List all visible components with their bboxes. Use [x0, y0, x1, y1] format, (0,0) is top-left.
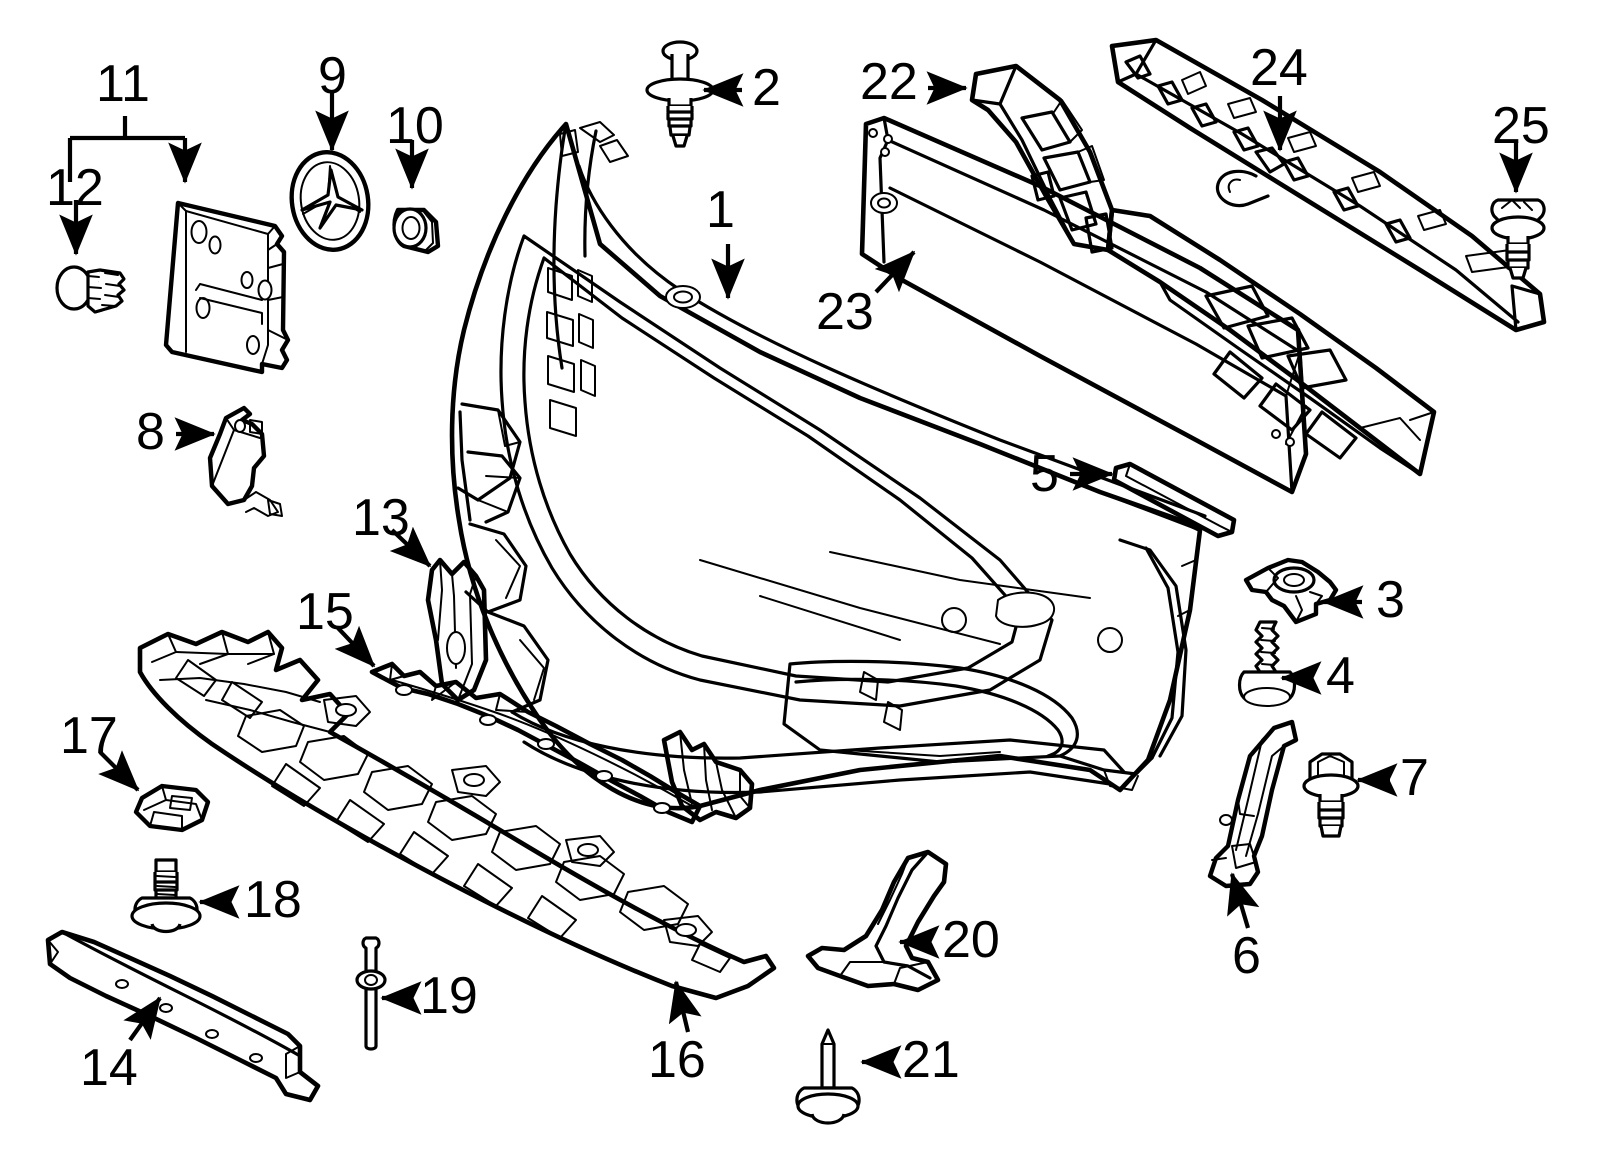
callout-label-17[interactable]: 17	[60, 707, 118, 765]
callout-label-25[interactable]: 25	[1492, 97, 1550, 155]
part-18-shield-mounting-stud	[130, 858, 202, 934]
part-17-shield-clip	[133, 783, 211, 833]
callout-label-16[interactable]: 16	[648, 1031, 706, 1089]
callout-label-10[interactable]: 10	[386, 97, 444, 155]
part-3-grommet-clip	[1243, 557, 1339, 625]
callout-label-20[interactable]: 20	[942, 911, 1000, 969]
callout-label-23[interactable]: 23	[816, 283, 874, 341]
part-21-expansion-rivet	[795, 1028, 861, 1125]
callout-leaders	[59, 71, 1533, 1079]
part-24-upper-crossmember	[1109, 37, 1547, 333]
part-11-license-plate-bracket	[163, 200, 291, 375]
callout-label-15[interactable]: 15	[296, 583, 354, 641]
part-13-retainer-bracket	[425, 557, 489, 703]
part-22-impact-absorber	[969, 63, 1437, 477]
leader-23	[874, 250, 916, 294]
part-20-side-air-guide	[805, 849, 949, 993]
callout-label-22[interactable]: 22	[860, 53, 918, 111]
part-15-air-deflector-seal	[369, 661, 703, 825]
part-7-hex-flange-bolt	[1302, 752, 1360, 838]
callout-label-12[interactable]: 12	[46, 159, 104, 217]
part-16-lower-engine-shield	[137, 629, 777, 1001]
callout-label-21[interactable]: 21	[902, 1031, 960, 1089]
leader-15	[334, 625, 376, 668]
callout-label-4[interactable]: 4	[1326, 647, 1355, 705]
leader-11-bracket	[67, 116, 202, 184]
callout-label-5[interactable]: 5	[1030, 445, 1059, 503]
part-1-bumper-cover	[449, 121, 1207, 811]
callout-label-7[interactable]: 7	[1400, 749, 1429, 807]
part-10-emblem-grommet	[392, 207, 441, 255]
callout-label-8[interactable]: 8	[136, 403, 165, 461]
part-14-lower-trim-strip	[45, 929, 321, 1103]
callout-label-2[interactable]: 2	[752, 59, 781, 117]
callout-label-3[interactable]: 3	[1376, 571, 1405, 629]
callout-label-13[interactable]: 13	[352, 489, 410, 547]
part-12-plate-screw	[55, 265, 126, 314]
deflector-end-rib	[661, 729, 755, 823]
part-6-side-support-bracket	[1207, 719, 1299, 889]
callout-label-19[interactable]: 19	[420, 967, 478, 1025]
callout-label-11[interactable]: 11	[96, 55, 150, 113]
part-23-impact-bar	[859, 115, 1309, 495]
part-2-push-pin-retainer	[645, 40, 715, 148]
leader-6	[1227, 872, 1260, 929]
callout-label-24[interactable]: 24	[1250, 39, 1308, 97]
part-8-mounting-bracket	[207, 405, 283, 517]
part-4-screw-stud	[1237, 620, 1297, 707]
callout-label-14[interactable]: 14	[80, 1039, 138, 1097]
callout-label-18[interactable]: 18	[244, 871, 302, 929]
part-25-crossmember-bolt	[1490, 198, 1546, 280]
callout-label-1[interactable]: 1	[706, 181, 735, 239]
leader-14	[123, 996, 162, 1042]
callout-label-6[interactable]: 6	[1232, 927, 1261, 985]
part-5-molding-trim-strip	[1111, 461, 1237, 539]
leader-16	[668, 980, 702, 1033]
leader-13	[389, 526, 432, 568]
part-9-star-emblem	[289, 150, 371, 252]
leader-17	[98, 750, 140, 792]
part-19-long-pin-rivet	[355, 936, 387, 1051]
callout-label-9[interactable]: 9	[318, 47, 347, 105]
